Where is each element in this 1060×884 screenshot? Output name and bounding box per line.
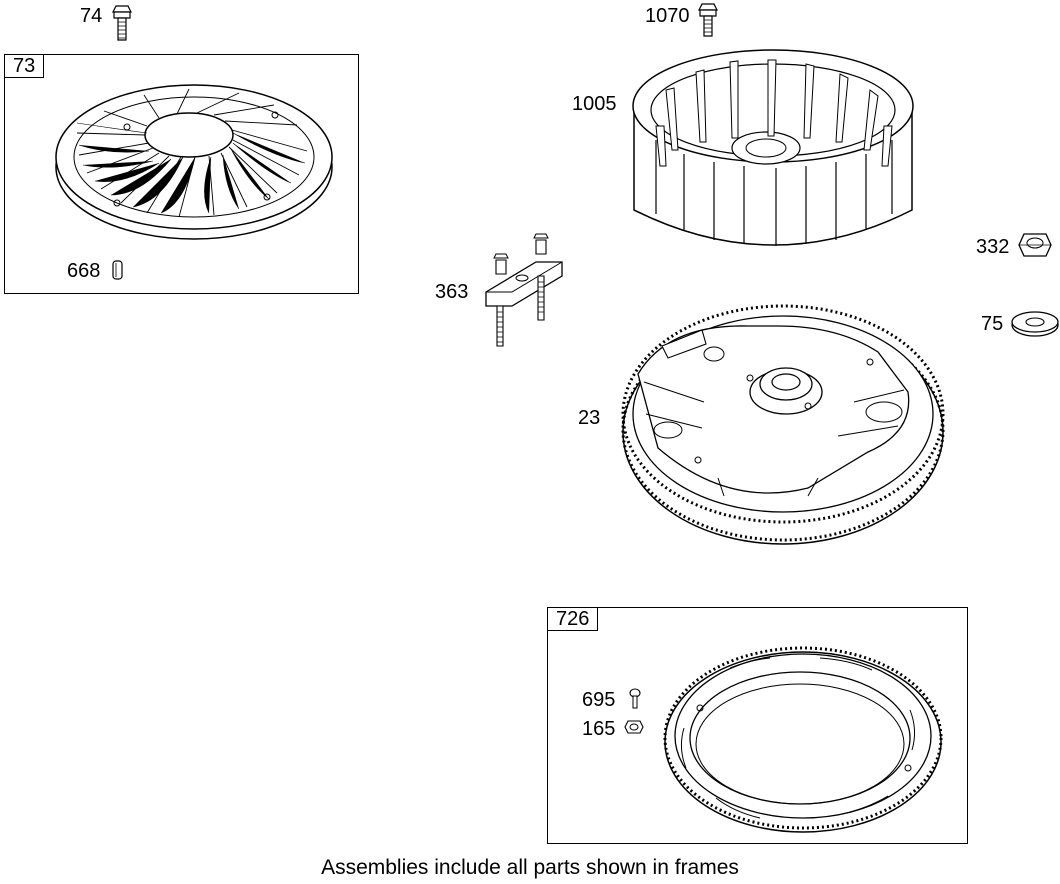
part-label-75: 75 xyxy=(981,313,1004,335)
part-label-23: 23 xyxy=(578,407,601,429)
bolt-1070-drawing xyxy=(698,2,718,38)
part-label-165: 165 xyxy=(582,718,616,740)
nut-165-drawing xyxy=(624,718,644,736)
frame-726-tag: 726 xyxy=(548,608,599,631)
frame-726: 726 695 165 xyxy=(547,607,968,844)
fan-screen-73-drawing xyxy=(49,85,339,245)
bolt-74-drawing xyxy=(112,4,132,42)
diagram-caption: Assemblies include all parts shown in fr… xyxy=(321,856,739,879)
fan-1005-drawing xyxy=(626,44,920,250)
frame-73-tag: 73 xyxy=(5,55,45,78)
ring-gear-726-drawing xyxy=(660,640,946,836)
nut-332-drawing xyxy=(1018,230,1052,260)
part-label-363: 363 xyxy=(435,281,469,303)
frame-73: 73 668 xyxy=(4,54,359,294)
screw-695-drawing xyxy=(628,688,642,710)
washer-75-drawing xyxy=(1010,310,1060,338)
flywheel-23-drawing xyxy=(618,302,948,548)
bracket-363-drawing xyxy=(480,232,566,350)
part-label-332: 332 xyxy=(976,236,1010,258)
part-label-74: 74 xyxy=(80,5,103,27)
pin-668-drawing xyxy=(111,259,125,281)
part-label-695: 695 xyxy=(582,689,616,711)
part-label-668: 668 xyxy=(67,260,101,282)
part-label-1005: 1005 xyxy=(572,93,617,115)
part-label-1070: 1070 xyxy=(645,5,690,27)
